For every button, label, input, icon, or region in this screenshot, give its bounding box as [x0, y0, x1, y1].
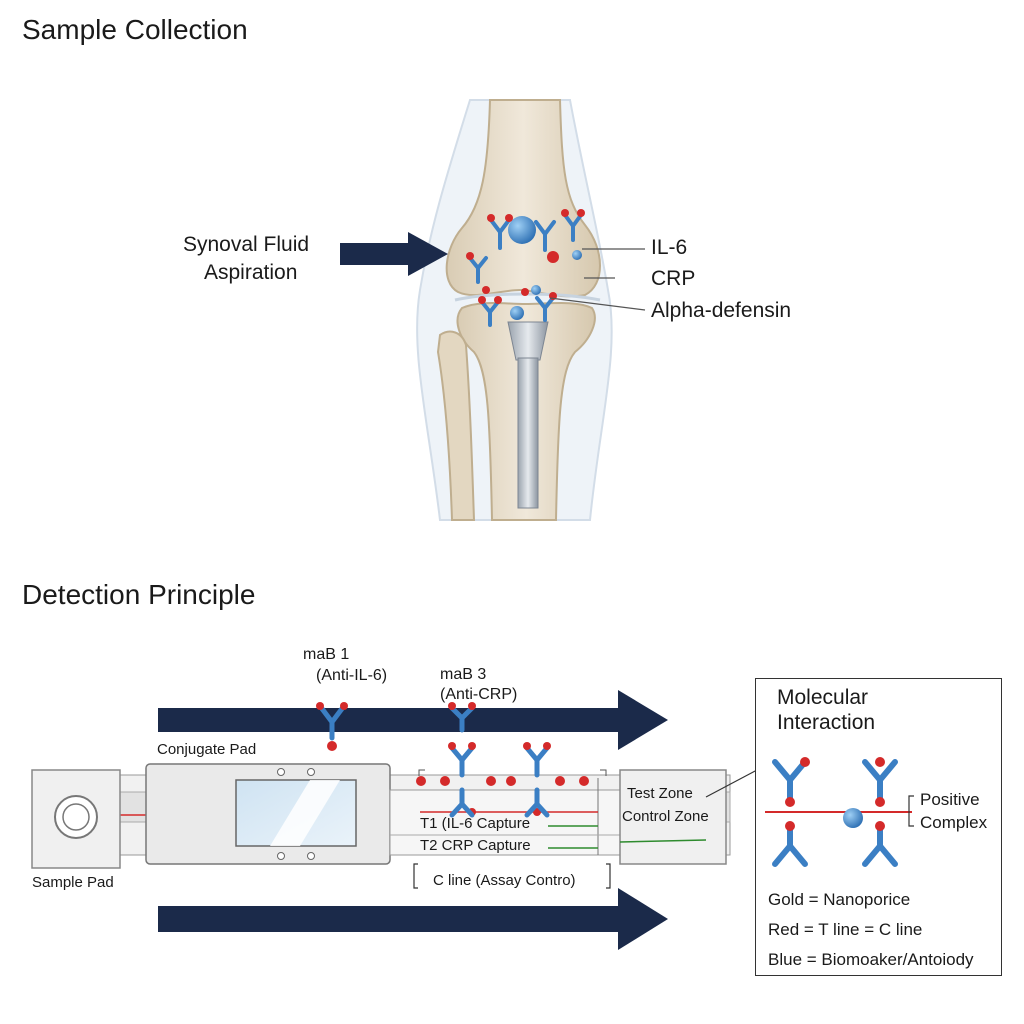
- mab3-name: maB 3: [440, 666, 487, 683]
- legend-complex-line1: Positive: [920, 790, 980, 809]
- test-region: [389, 789, 621, 856]
- conjugate-pad-label: Conjugate Pad: [157, 741, 257, 758]
- legend-title-line2: Interaction: [777, 711, 876, 734]
- control-zone-label: Control Zone: [622, 808, 709, 825]
- sample-pad-label: Sample Pad: [32, 874, 114, 891]
- legend-complex-line2: Complex: [920, 813, 988, 832]
- aspiration-label-line1: Synoval Fluid: [183, 233, 310, 256]
- test-zone-label: Test Zone: [627, 785, 693, 802]
- legend-key-red: Red = T line = C line: [768, 920, 923, 939]
- t1-label: T1 (IL-6 Capture: [420, 815, 531, 832]
- biomarker-label-il6: IL-6: [651, 236, 688, 259]
- legend-title-line1: Molecular: [777, 686, 869, 709]
- flow-arrow-top: [158, 690, 668, 750]
- biomarker-label-crp: CRP: [651, 267, 696, 290]
- legend-key-blue: Blue = Biomoaker/Antoiody: [768, 950, 974, 969]
- biomarker-particles: [466, 209, 585, 304]
- mab1-name: maB 1: [303, 646, 350, 663]
- strip-antibodies: [317, 703, 550, 818]
- flow-arrow-bottom: [158, 888, 668, 950]
- biomarker-leader-lines: [549, 248, 646, 311]
- t2-label: T2 CRP Capture: [420, 837, 531, 854]
- section-title-detection-principle: Detection Principle: [22, 579, 256, 610]
- section-title-sample-collection: Sample Collection: [22, 14, 248, 45]
- legend-key-gold: Gold = Nanoporice: [768, 890, 911, 909]
- knee-illustration: [416, 99, 613, 521]
- conjugate-pad-cassette: [145, 763, 391, 865]
- biomarker-label-alpha-defensin: Alpha-defensin: [651, 299, 792, 322]
- c-line-label: C line (Assay Contro): [433, 872, 576, 889]
- aspiration-arrow: [340, 232, 448, 276]
- biomarker-spheres: [508, 216, 582, 320]
- mab3-target: (Anti-CRP): [440, 686, 518, 703]
- sample-pad: [31, 769, 121, 869]
- aspiration-label-line2: Aspiration: [204, 261, 298, 284]
- mab1-target: (Anti-IL-6): [316, 667, 388, 684]
- test-zone-box: [619, 769, 727, 865]
